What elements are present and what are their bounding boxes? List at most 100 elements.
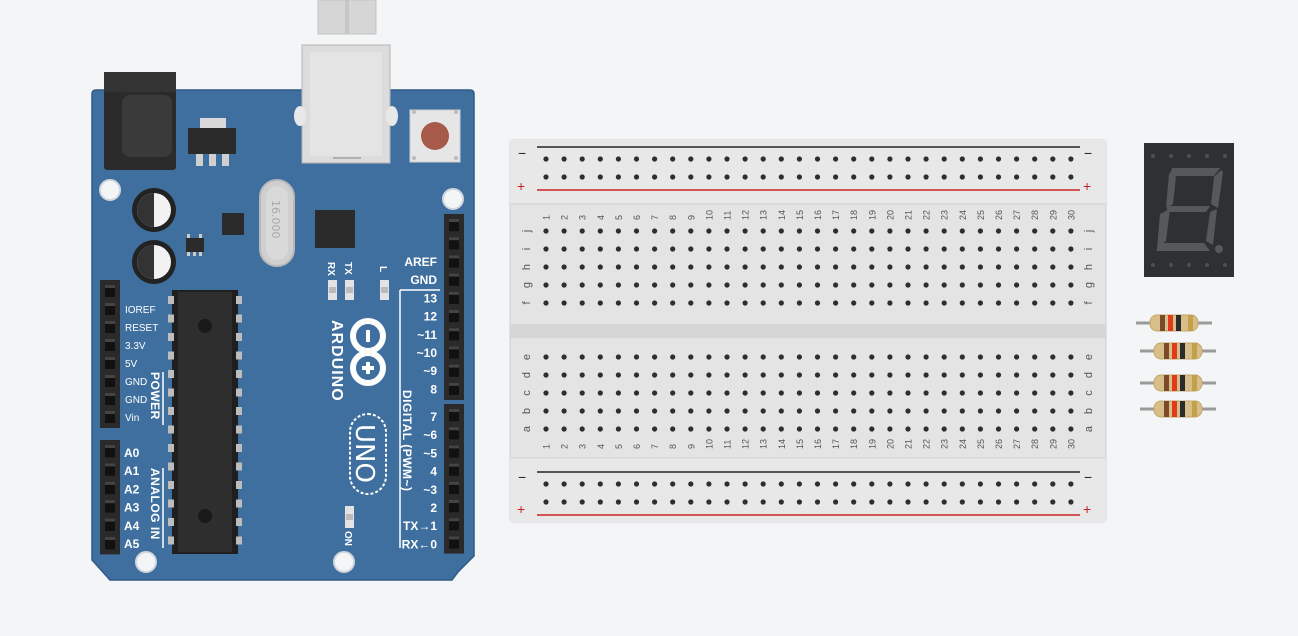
rail-hole[interactable] [760, 174, 766, 180]
seven-segment-display[interactable] [1144, 143, 1234, 277]
breadboard-hole[interactable] [561, 228, 567, 234]
breadboard-hole[interactable] [1032, 354, 1038, 360]
rail-hole[interactable] [688, 156, 694, 162]
breadboard-hole[interactable] [543, 354, 549, 360]
header-socket[interactable] [105, 537, 115, 550]
rail-hole[interactable] [796, 481, 803, 487]
breadboard-hole[interactable] [995, 354, 1002, 360]
rail-hole[interactable] [1050, 174, 1056, 180]
breadboard-hole[interactable] [1050, 228, 1056, 234]
breadboard-hole[interactable] [977, 246, 984, 252]
breadboard-hole[interactable] [923, 246, 929, 252]
rail-hole[interactable] [977, 156, 984, 162]
breadboard-hole[interactable] [760, 408, 766, 414]
breadboard-hole[interactable] [724, 408, 730, 414]
display-pin[interactable] [1169, 263, 1173, 267]
breadboard-hole[interactable] [887, 228, 893, 234]
rail-hole[interactable] [760, 499, 766, 505]
breadboard-hole[interactable] [959, 246, 965, 252]
breadboard-hole[interactable] [887, 426, 893, 432]
breadboard-hole[interactable] [869, 354, 875, 360]
display-pin[interactable] [1223, 154, 1227, 158]
breadboard-hole[interactable] [923, 426, 929, 432]
breadboard-hole[interactable] [995, 264, 1002, 270]
breadboard-hole[interactable] [579, 408, 585, 414]
rail-hole[interactable] [597, 156, 603, 162]
breadboard-hole[interactable] [778, 246, 784, 252]
breadboard-hole[interactable] [977, 228, 984, 234]
breadboard-hole[interactable] [995, 228, 1002, 234]
rail-hole[interactable] [633, 499, 640, 505]
breadboard-hole[interactable] [869, 246, 875, 252]
breadboard-hole[interactable] [724, 354, 730, 360]
rail-hole[interactable] [905, 174, 911, 180]
rail-hole[interactable] [706, 481, 712, 487]
breadboard-hole[interactable] [670, 390, 676, 396]
rail-hole[interactable] [977, 174, 984, 180]
breadboard-hole[interactable] [905, 372, 911, 378]
breadboard-hole[interactable] [995, 408, 1002, 414]
breadboard-hole[interactable] [706, 228, 712, 234]
display-pin[interactable] [1169, 154, 1173, 158]
breadboard-hole[interactable] [652, 282, 658, 288]
breadboard-hole[interactable] [796, 426, 803, 432]
breadboard-hole[interactable] [1014, 228, 1020, 234]
rail-hole[interactable] [760, 156, 766, 162]
header-socket[interactable] [105, 411, 115, 423]
breadboard-hole[interactable] [597, 426, 603, 432]
breadboard-hole[interactable] [1014, 408, 1020, 414]
breadboard-hole[interactable] [1068, 408, 1074, 414]
breadboard-hole[interactable] [814, 264, 821, 270]
breadboard-hole[interactable] [579, 390, 585, 396]
breadboard-hole[interactable] [959, 390, 965, 396]
header-socket[interactable] [449, 219, 459, 232]
breadboard[interactable]: − − + + − − + + 112233445566778899101011… [509, 139, 1107, 523]
breadboard-hole[interactable] [561, 372, 567, 378]
rail-hole[interactable] [833, 481, 839, 487]
breadboard-hole[interactable] [652, 408, 658, 414]
breadboard-hole[interactable] [543, 390, 549, 396]
header-socket[interactable] [449, 536, 459, 549]
breadboard-hole[interactable] [670, 228, 676, 234]
breadboard-hole[interactable] [1032, 264, 1038, 270]
breadboard-hole[interactable] [869, 282, 875, 288]
breadboard-hole[interactable] [778, 426, 784, 432]
breadboard-hole[interactable] [543, 228, 549, 234]
breadboard-hole[interactable] [1032, 246, 1038, 252]
rail-hole[interactable] [995, 481, 1002, 487]
breadboard-hole[interactable] [561, 300, 567, 306]
rail-hole[interactable] [887, 481, 893, 487]
breadboard-hole[interactable] [977, 282, 984, 288]
breadboard-hole[interactable] [796, 264, 803, 270]
header-socket[interactable] [105, 321, 115, 333]
breadboard-hole[interactable] [1032, 426, 1038, 432]
rail-hole[interactable] [1050, 156, 1056, 162]
breadboard-hole[interactable] [796, 390, 803, 396]
breadboard-hole[interactable] [814, 390, 821, 396]
breadboard-hole[interactable] [597, 228, 603, 234]
rail-hole[interactable] [670, 481, 676, 487]
breadboard-hole[interactable] [579, 228, 585, 234]
breadboard-hole[interactable] [670, 408, 676, 414]
breadboard-hole[interactable] [814, 228, 821, 234]
breadboard-hole[interactable] [724, 264, 730, 270]
rail-hole[interactable] [851, 156, 857, 162]
breadboard-hole[interactable] [1050, 282, 1056, 288]
breadboard-hole[interactable] [941, 300, 947, 306]
rail-hole[interactable] [543, 174, 549, 180]
breadboard-hole[interactable] [724, 246, 730, 252]
breadboard-hole[interactable] [833, 426, 839, 432]
rail-hole[interactable] [742, 481, 748, 487]
digital-header-bottom[interactable] [444, 404, 464, 554]
breadboard-hole[interactable] [959, 354, 965, 360]
breadboard-hole[interactable] [905, 354, 911, 360]
breadboard-hole[interactable] [1032, 408, 1038, 414]
rail-hole[interactable] [995, 156, 1002, 162]
breadboard-hole[interactable] [887, 300, 893, 306]
breadboard-hole[interactable] [977, 426, 984, 432]
breadboard-hole[interactable] [760, 390, 766, 396]
breadboard-hole[interactable] [760, 300, 766, 306]
header-socket[interactable] [105, 285, 115, 297]
rail-hole[interactable] [652, 481, 658, 487]
